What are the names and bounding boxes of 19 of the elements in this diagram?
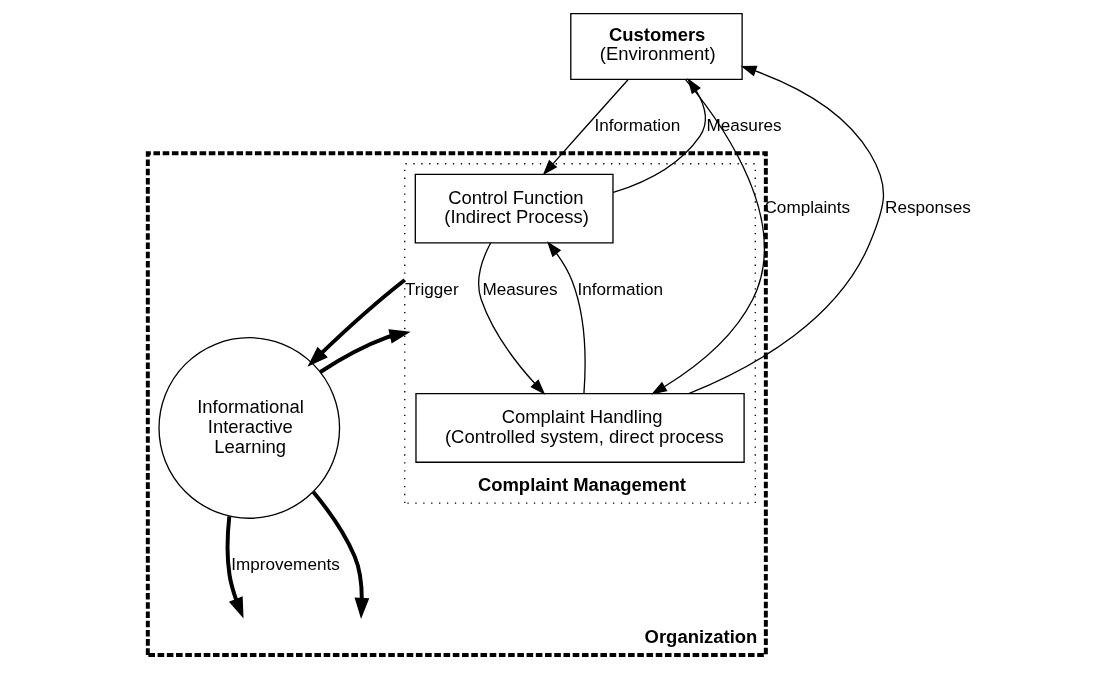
arrow — [546, 241, 586, 395]
edge-label: Measures — [481, 278, 558, 299]
edge-label: Responses — [884, 197, 971, 218]
node-box: Complaint Handling (Controlled system, direct process — [414, 393, 745, 463]
arrow — [542, 79, 629, 176]
edge-label: Trigger — [404, 278, 459, 299]
arrow — [306, 278, 406, 367]
arrow — [311, 490, 369, 619]
edge-label: Improvements — [230, 554, 340, 575]
edge-label: Information — [594, 115, 680, 136]
node-box: Control Function (Indirect Process) — [414, 173, 614, 244]
node-circle: Informational Interactive Learning — [157, 337, 340, 519]
arrow — [612, 78, 706, 194]
arrow — [477, 242, 545, 395]
arrow — [318, 329, 411, 374]
node-box: Customers (Environment) — [569, 12, 743, 81]
arrow — [650, 79, 765, 395]
edge-label: Information — [576, 278, 663, 299]
arrow — [687, 65, 884, 395]
